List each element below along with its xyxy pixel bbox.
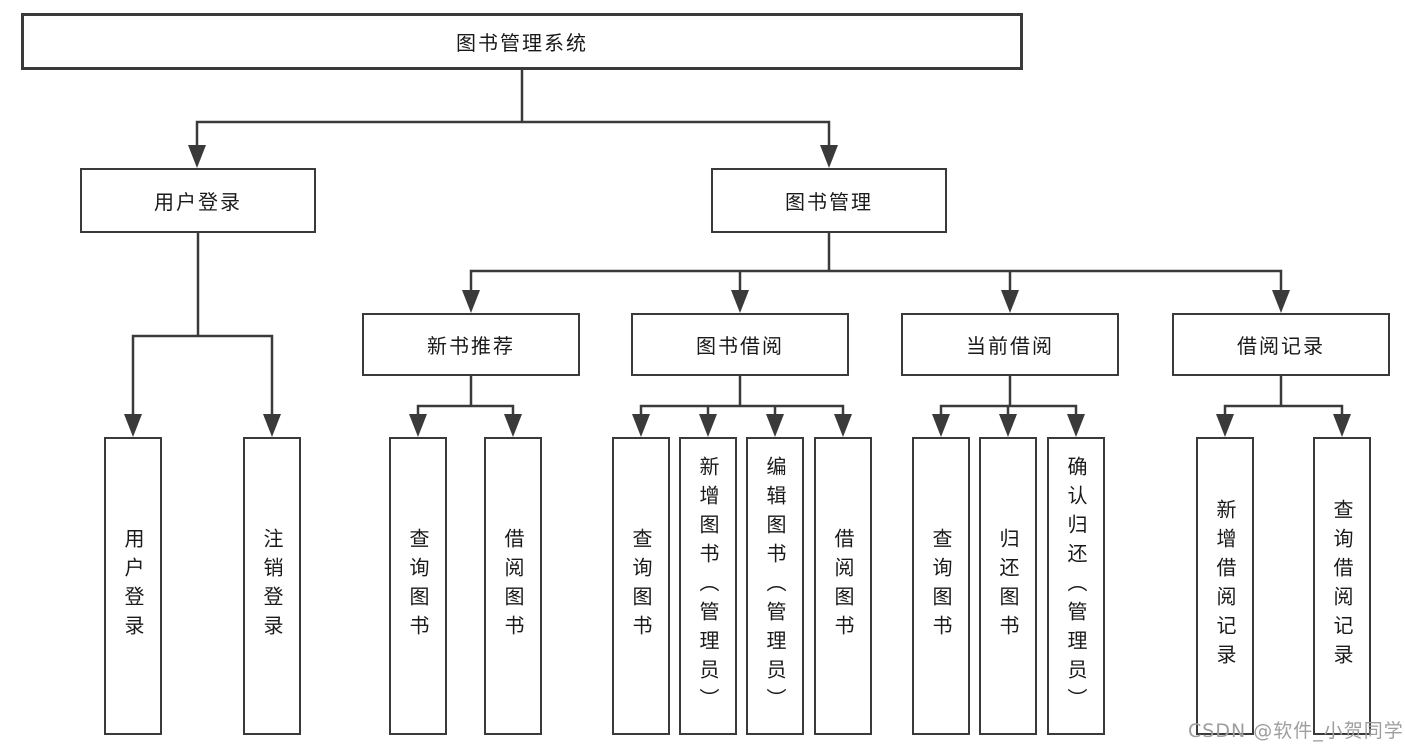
leaf-borrow-books-recommend: 借阅图书 [484,437,542,735]
leaf-return-books: 归还图书 [979,437,1037,735]
leaf-label: 归还图书 [996,528,1020,644]
leaf-label: 编辑图书（管理员） [763,455,787,717]
node-book-borrow: 图书借阅 [631,313,849,376]
leaf-query-books-borrow: 查询图书 [612,437,670,735]
leaf-label: 查询图书 [629,528,653,644]
leaf-confirm-return-admin: 确认归还（管理员） [1047,437,1105,735]
node-label: 借阅记录 [1237,334,1325,358]
leaf-label: 借阅图书 [831,528,855,644]
leaf-label: 查询图书 [406,528,430,644]
watermark: CSDN @软件_小贺同学 [1188,720,1404,742]
leaf-label: 用户登录 [121,528,145,644]
leaf-label: 查询图书 [929,528,953,644]
node-root-label: 图书管理系统 [456,31,588,55]
leaf-query-books-current: 查询图书 [912,437,970,735]
node-book-management: 图书管理 [711,168,947,233]
node-label: 图书借阅 [696,334,784,358]
leaf-user-login: 用户登录 [104,437,162,735]
node-current-borrow: 当前借阅 [901,313,1119,376]
node-label: 当前借阅 [966,334,1054,358]
arrowheads [124,145,1351,437]
leaf-label: 借阅图书 [501,528,525,644]
leaf-query-books-recommend: 查询图书 [389,437,447,735]
leaf-label: 注销登录 [260,528,284,644]
leaf-edit-books-admin: 编辑图书（管理员） [746,437,804,735]
leaf-add-borrow-record: 新增借阅记录 [1196,437,1254,735]
leaf-logout: 注销登录 [243,437,301,735]
leaf-label: 新增图书（管理员） [696,455,720,717]
node-root: 图书管理系统 [21,13,1023,70]
node-user-login: 用户登录 [80,168,316,233]
node-label: 图书管理 [785,190,873,214]
node-new-book-recommend: 新书推荐 [362,313,580,376]
node-borrow-records: 借阅记录 [1172,313,1390,376]
node-label: 用户登录 [154,190,242,214]
leaf-label: 查询借阅记录 [1330,499,1354,673]
leaf-add-books-admin: 新增图书（管理员） [679,437,737,735]
tree-edges [131,68,1344,419]
leaf-label: 确认归还（管理员） [1064,455,1088,717]
leaf-query-borrow-record: 查询借阅记录 [1313,437,1371,735]
leaf-label: 新增借阅记录 [1213,499,1237,673]
leaf-borrow-books: 借阅图书 [814,437,872,735]
node-label: 新书推荐 [427,334,515,358]
